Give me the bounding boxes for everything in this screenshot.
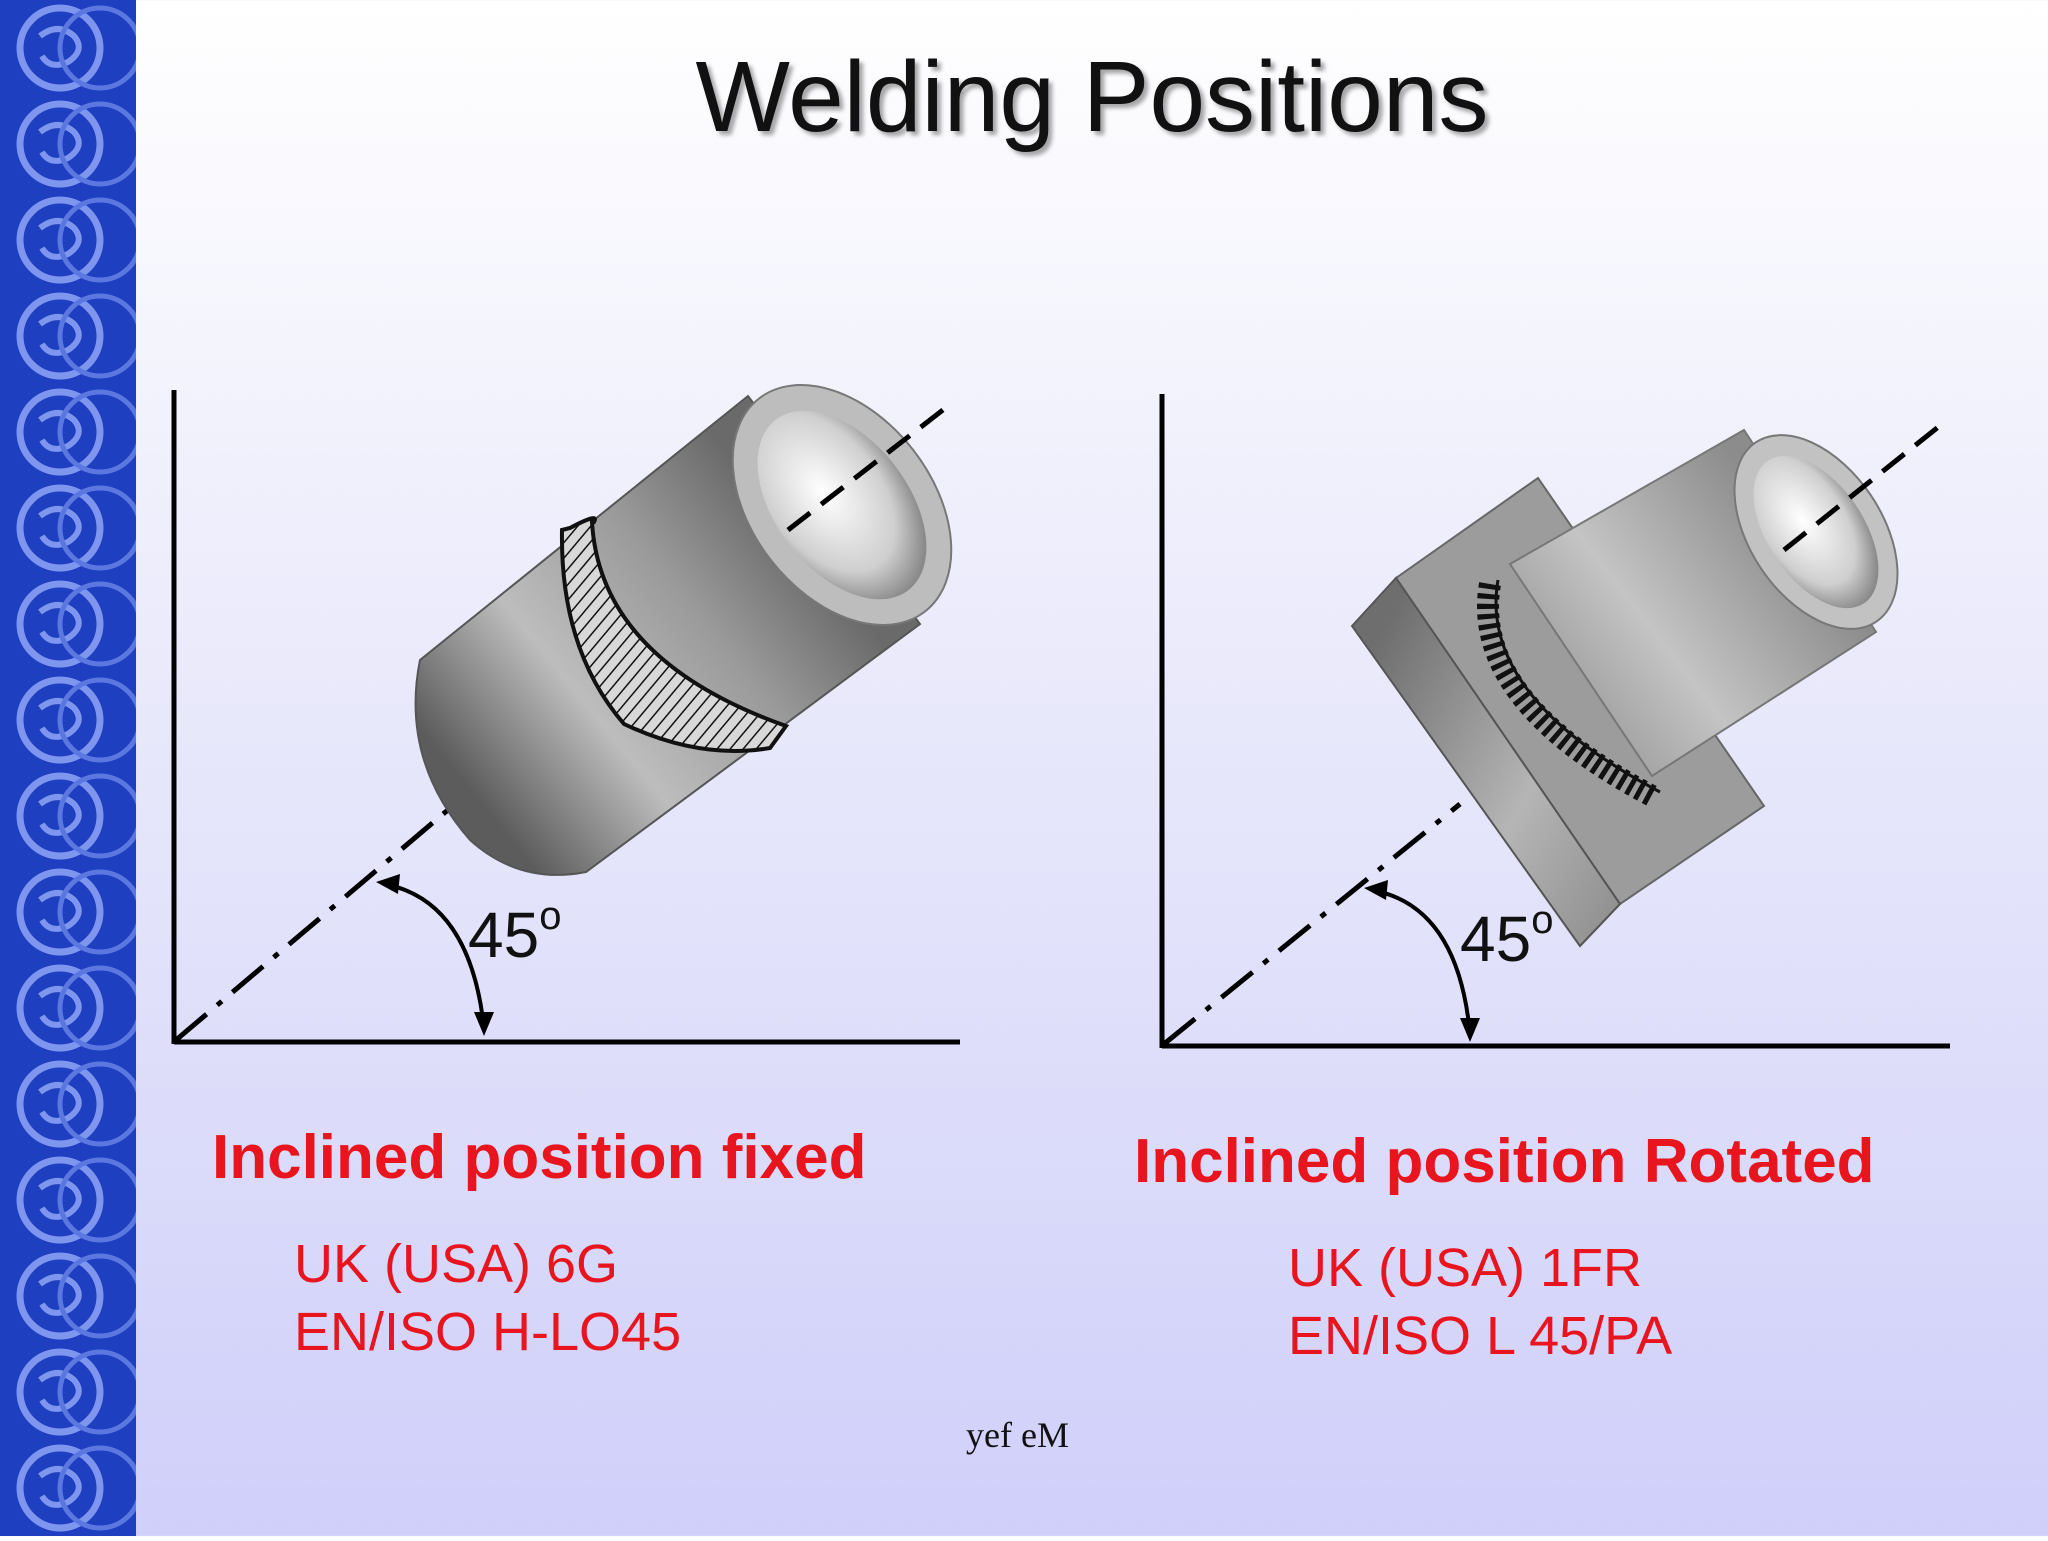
uk-code: UK (USA) 1FR <box>1288 1238 1643 1298</box>
degree-mark: o <box>1531 897 1554 942</box>
pipe-centreline <box>1162 802 1462 1046</box>
pipe-bore <box>757 410 927 600</box>
angle-arc <box>1371 888 1472 1035</box>
decorative-side-band <box>0 0 136 1536</box>
left-position-codes: UK (USA) 6G EN/ISO H-LO45 <box>294 1230 681 1366</box>
pipe-centreline-upper <box>1782 422 1944 552</box>
left-angle-label: 45o <box>468 894 561 972</box>
pipe-centreline <box>174 796 464 1042</box>
left-diagram <box>171 384 960 1045</box>
footer-text: yef eM <box>966 1415 1069 1455</box>
flange-plate-face <box>1350 576 1622 948</box>
angle-value: 45 <box>468 899 540 971</box>
right-angle-label: 45o <box>1460 898 1553 976</box>
weld-bead <box>559 516 790 753</box>
pipe-centreline-upper <box>786 404 950 532</box>
arrow-head-upper <box>1364 880 1388 900</box>
en-iso-code: EN/ISO H-LO45 <box>294 1302 682 1362</box>
degree-mark: o <box>539 893 562 938</box>
pipe-bore <box>1753 455 1879 609</box>
angle-arc <box>383 882 486 1029</box>
en-iso-code: EN/ISO L 45/PA <box>1288 1306 1673 1366</box>
arrow-head-upper <box>376 874 400 894</box>
fillet-weld-edge <box>1494 579 1661 794</box>
angle-value: 45 <box>1460 903 1532 975</box>
page-title: Welding Positions <box>695 41 1489 153</box>
arrow-head-lower <box>474 1012 494 1036</box>
uk-code: UK (USA) 6G <box>294 1234 619 1294</box>
right-caption: Inclined position Rotated <box>1134 1127 1875 1196</box>
pattern-icon <box>0 0 136 1536</box>
left-caption: Inclined position fixed <box>212 1123 867 1192</box>
right-position-codes: UK (USA) 1FR EN/ISO L 45/PA <box>1288 1234 1672 1370</box>
arrow-head-lower <box>1460 1018 1480 1042</box>
right-diagram <box>1159 394 1950 1049</box>
